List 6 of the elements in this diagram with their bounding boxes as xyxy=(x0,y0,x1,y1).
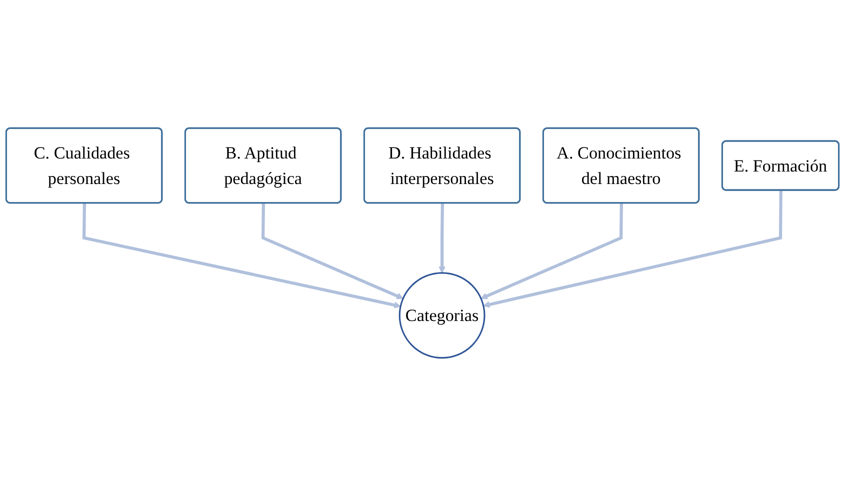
node-circle: Categorias xyxy=(398,272,486,359)
arrow xyxy=(82,203,401,308)
arrow xyxy=(483,190,782,308)
arrow xyxy=(438,203,446,274)
arrow xyxy=(480,203,623,300)
arrow xyxy=(261,203,404,300)
